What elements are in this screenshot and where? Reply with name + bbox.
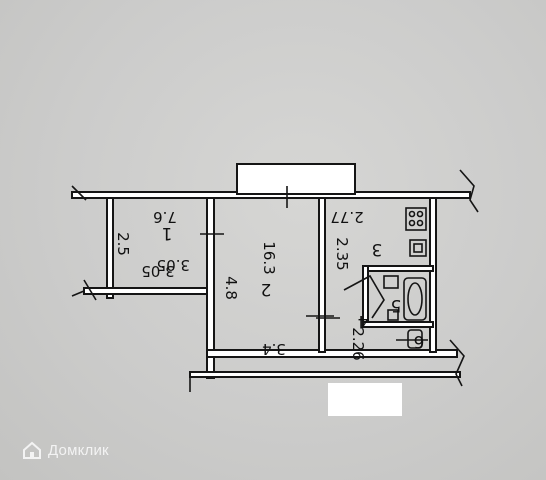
room-2-width: 3.4 (262, 340, 286, 358)
bathroom-walls (343, 265, 434, 328)
room-1-walls (71, 197, 215, 301)
room-1-depth: 3.05 (157, 256, 190, 274)
toilet-icon (396, 329, 428, 349)
room-1-area: 7.6 (153, 208, 177, 226)
room-1-height: 2.5 (114, 232, 132, 256)
room-6-number: 6 (414, 331, 425, 351)
room-3-depth: 2.35 (333, 237, 351, 270)
sink-icon (409, 239, 427, 257)
room-1-width: 3.05 (141, 262, 174, 280)
watermark-brand: Домклик (48, 441, 109, 459)
room-3-width: 2.77 (330, 208, 363, 226)
bottom-wall (189, 339, 465, 392)
house-logo-icon (23, 441, 41, 459)
room-4-number: 4 (358, 311, 369, 331)
window-bay (236, 163, 356, 195)
wall-2-3 (318, 197, 326, 353)
right-wall (429, 197, 437, 353)
room-2-area: 16.3 (260, 241, 278, 274)
room-1-number: 1 (162, 223, 173, 243)
room-5-number: 5 (391, 295, 402, 315)
room-3-number: 3 (372, 239, 383, 259)
watermark: Домклик (22, 440, 109, 460)
room-4-width: 2.26 (349, 327, 367, 360)
washbasin-icon (383, 275, 399, 321)
bathtub-icon (403, 277, 427, 321)
room-2-depth: 4.8 (222, 276, 240, 300)
redaction-patch (328, 383, 402, 416)
stove-icon (405, 207, 427, 231)
room-2-number: 2 (261, 279, 272, 299)
